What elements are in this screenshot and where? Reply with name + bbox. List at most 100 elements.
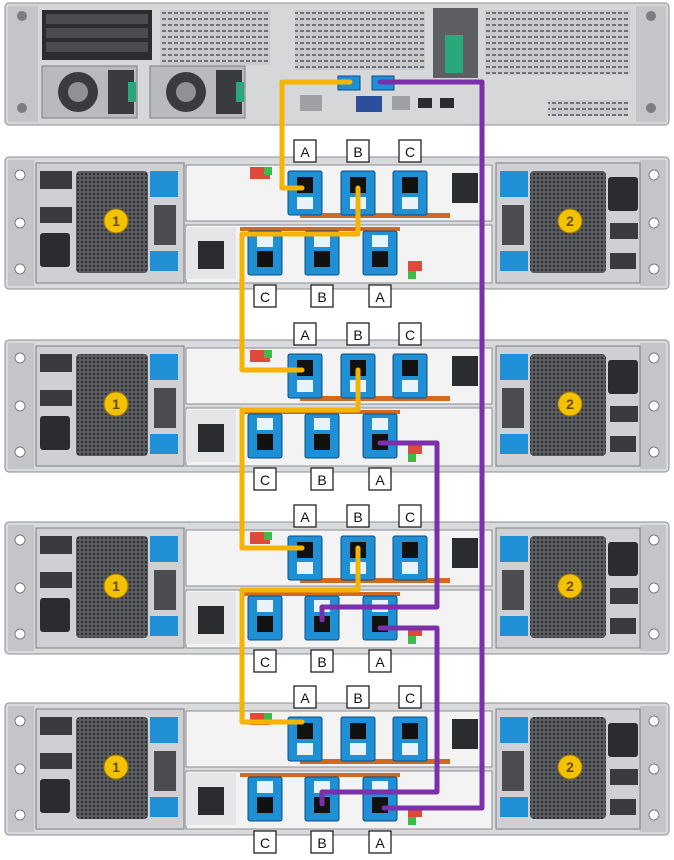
mount-hole bbox=[15, 716, 25, 726]
psu-switch bbox=[40, 572, 72, 588]
sas-connector bbox=[402, 360, 418, 376]
power-inlet bbox=[40, 416, 70, 450]
psu-2: 2 bbox=[496, 163, 640, 283]
port-letter: A bbox=[375, 289, 385, 305]
mount-hole bbox=[15, 401, 25, 411]
sas-connector bbox=[257, 616, 273, 632]
port-label-bottom-A: A bbox=[369, 650, 391, 672]
vga-port bbox=[356, 96, 382, 112]
sas-connector bbox=[372, 251, 388, 267]
mgmt-port bbox=[198, 787, 224, 815]
psu-2: 2 bbox=[496, 709, 640, 829]
sas-connector bbox=[314, 434, 330, 450]
mgmt-port bbox=[452, 173, 478, 203]
psu-label-tag bbox=[150, 536, 178, 562]
port-letter: A bbox=[375, 654, 385, 670]
mgmt-port bbox=[198, 424, 224, 452]
psu-handle bbox=[154, 205, 176, 245]
power-inlet bbox=[608, 542, 638, 576]
port-label-bottom-C: C bbox=[254, 468, 276, 490]
port-label-top-C: C bbox=[399, 686, 421, 708]
psu-switch bbox=[40, 171, 72, 189]
psu-handle bbox=[502, 205, 524, 245]
port-tag bbox=[257, 600, 273, 612]
psu-switch bbox=[610, 436, 636, 452]
port-letter: A bbox=[300, 144, 310, 160]
sas-connector bbox=[297, 723, 313, 739]
power-inlet bbox=[40, 779, 70, 813]
status-handle bbox=[445, 35, 463, 73]
mount-hole bbox=[649, 583, 659, 593]
port-letter: C bbox=[260, 472, 270, 488]
port-tag bbox=[297, 562, 313, 574]
port-label-top-B: B bbox=[347, 686, 369, 708]
port-letter: A bbox=[300, 509, 310, 525]
psu-switch bbox=[40, 536, 72, 554]
psu-number-label: 1 bbox=[112, 213, 120, 229]
port-label-bottom-B: B bbox=[311, 650, 333, 672]
power-inlet bbox=[40, 598, 70, 632]
port-label-top-A: A bbox=[294, 140, 316, 162]
port-letter: B bbox=[353, 690, 362, 706]
port-label-top-A: A bbox=[294, 505, 316, 527]
psu-number-label: 2 bbox=[566, 396, 574, 412]
port-letter: C bbox=[405, 144, 415, 160]
mount-hole bbox=[649, 264, 659, 274]
port-tag bbox=[372, 418, 388, 430]
port-label-bottom-A: A bbox=[369, 468, 391, 490]
psu-handle bbox=[502, 570, 524, 610]
iom-strip bbox=[240, 592, 400, 596]
port-letter: B bbox=[353, 144, 362, 160]
port-tag bbox=[402, 197, 418, 209]
port-label-top-B: B bbox=[347, 140, 369, 162]
mount-hole bbox=[15, 353, 25, 363]
mount-hole bbox=[646, 11, 656, 21]
mount-hole bbox=[15, 264, 25, 274]
port-letter: C bbox=[260, 654, 270, 670]
port-label-top-B: B bbox=[347, 323, 369, 345]
pcie-slot-area bbox=[160, 10, 270, 65]
psu-handle bbox=[502, 388, 524, 428]
rear-port bbox=[300, 95, 322, 111]
iom-strip bbox=[240, 227, 400, 231]
psu-number-label: 2 bbox=[566, 578, 574, 594]
mount-hole bbox=[649, 447, 659, 457]
port-tag bbox=[257, 235, 273, 247]
sas-connector bbox=[257, 251, 273, 267]
port-letter: A bbox=[300, 327, 310, 343]
iom-upper bbox=[186, 348, 492, 404]
psu-switch bbox=[40, 717, 72, 735]
disk-shelf-2: 12 bbox=[5, 340, 669, 472]
iom-lower bbox=[186, 771, 492, 829]
mount-hole bbox=[649, 170, 659, 180]
power-inlet bbox=[608, 723, 638, 757]
psu-1: 1 bbox=[36, 346, 184, 466]
mount-hole bbox=[649, 353, 659, 363]
port-letter: B bbox=[353, 327, 362, 343]
mount-hole bbox=[17, 103, 27, 113]
psu-switch bbox=[40, 354, 72, 372]
mount-hole bbox=[649, 629, 659, 639]
pcie-slot-area bbox=[295, 10, 425, 70]
sas-connector bbox=[257, 434, 273, 450]
mount-hole bbox=[649, 535, 659, 545]
psu-2: 2 bbox=[496, 528, 640, 648]
iom-upper bbox=[186, 530, 492, 586]
port-letter: B bbox=[317, 654, 326, 670]
psu-number-label: 2 bbox=[566, 213, 574, 229]
port-letter: A bbox=[375, 835, 385, 851]
port-letter: C bbox=[405, 690, 415, 706]
psu-handle bbox=[502, 751, 524, 791]
mount-hole bbox=[646, 103, 656, 113]
controller-psu bbox=[42, 66, 137, 118]
port-label-bottom-C: C bbox=[254, 285, 276, 307]
port-label-bottom-A: A bbox=[369, 285, 391, 307]
status-led bbox=[408, 271, 416, 279]
psu-label-tag bbox=[500, 797, 528, 817]
sas-connector bbox=[257, 797, 273, 813]
port-tag bbox=[402, 743, 418, 755]
psu-switch bbox=[40, 390, 72, 406]
power-inlet bbox=[40, 233, 70, 267]
